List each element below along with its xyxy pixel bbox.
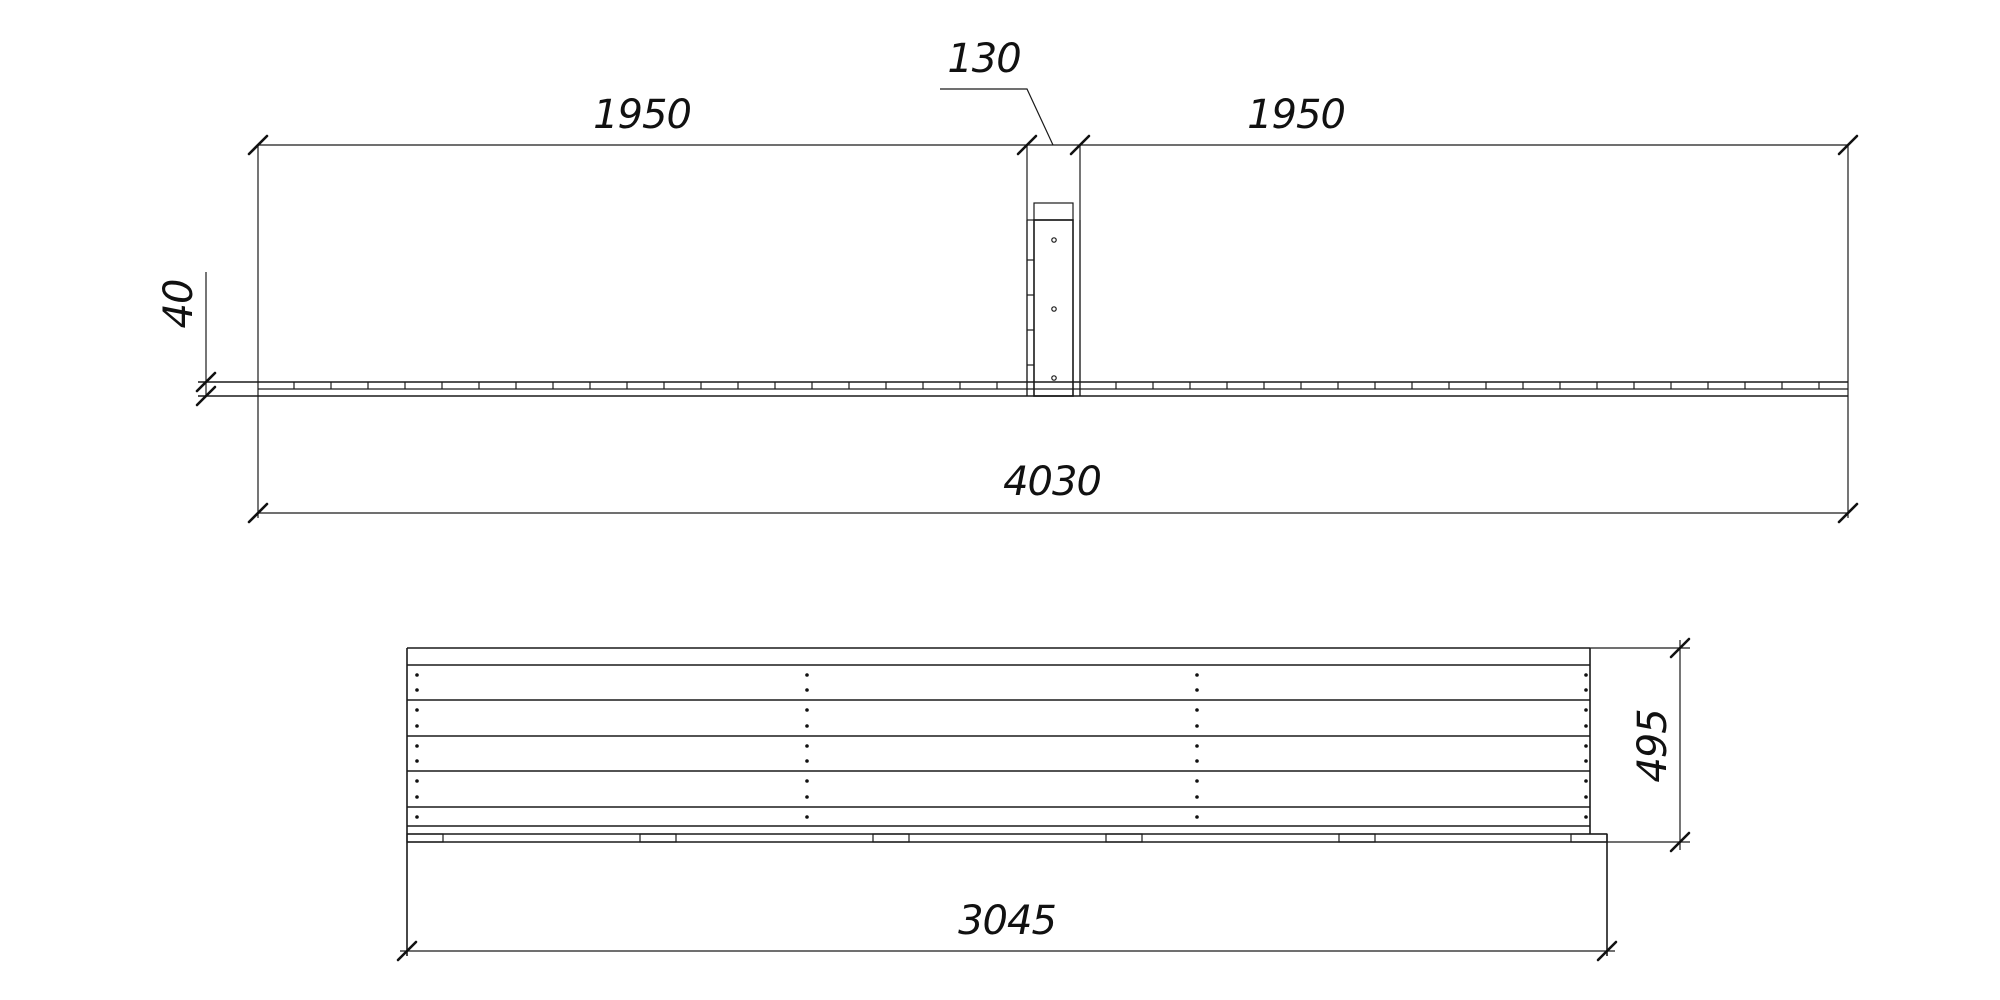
screw-dot [415,795,419,799]
screw-dot [805,779,809,783]
screw-dot [1195,759,1199,763]
dim-label-thickness: 40 [156,280,202,329]
dim-label-left-section: 1950 [593,92,691,138]
screw-dot [1584,815,1588,819]
bolt-hole [1051,306,1057,312]
foot-block [406,833,444,843]
leader-line-post [940,88,1054,146]
dim-label-overall-length: 4030 [1003,459,1101,505]
screw-dot [415,688,419,692]
screw-dot [1195,708,1199,712]
center-post-cap [1033,202,1074,221]
screw-dot [1584,744,1588,748]
screw-dot [1195,779,1199,783]
tick-mark [1837,502,1859,524]
tick-mark [1669,637,1691,659]
screw-dot [415,744,419,748]
foot-block [639,833,677,843]
tick-mark [1837,134,1859,156]
screw-dot [1584,724,1588,728]
screw-dot [805,724,809,728]
screw-dot [415,724,419,728]
top-view: 1950 1950 130 40 4030 [156,36,1859,524]
screw-dot [805,815,809,819]
screw-dot [1195,744,1199,748]
screw-dot [805,795,809,799]
dim-label-bottom-length: 3045 [958,898,1056,944]
screw-dot [1195,724,1199,728]
tick-mark [247,502,269,524]
screw-dot [1195,673,1199,677]
screw-dot [1584,779,1588,783]
screw-dot [1195,815,1199,819]
screw-dot [415,815,419,819]
screw-dot [415,673,419,677]
tick-mark [195,371,217,393]
screw-dot [805,673,809,677]
screw-dot [1584,759,1588,763]
foot-block [1338,833,1376,843]
screw-dot [1195,688,1199,692]
tick-mark [195,385,217,407]
screw-dot [1584,795,1588,799]
screw-dot [415,759,419,763]
screw-dot [1584,688,1588,692]
tick-mark [1069,134,1091,156]
screw-dot [805,759,809,763]
bolt-hole [1051,375,1057,381]
foot-block [1570,833,1608,843]
tick-mark [1669,831,1691,853]
foot-block [1105,833,1143,843]
screw-dot [1195,795,1199,799]
tick-mark [1596,940,1618,962]
foot-block [872,833,910,843]
dim-label-center-post: 130 [947,36,1020,82]
tick-mark [396,940,418,962]
screw-dot [415,779,419,783]
screw-dot [415,708,419,712]
screw-dot [1584,708,1588,712]
screw-dot [805,744,809,748]
bolt-hole [1051,237,1057,243]
bottom-view: 495 3045 [396,637,1691,962]
screw-dot [805,688,809,692]
screw-dots [415,673,1588,819]
tick-mark [1016,134,1038,156]
screw-dot [805,708,809,712]
dim-label-height: 495 [1630,709,1676,782]
screw-dot [1584,673,1588,677]
tick-mark [247,134,269,156]
dim-label-right-section: 1950 [1247,92,1345,138]
plank-segments [293,382,1820,389]
